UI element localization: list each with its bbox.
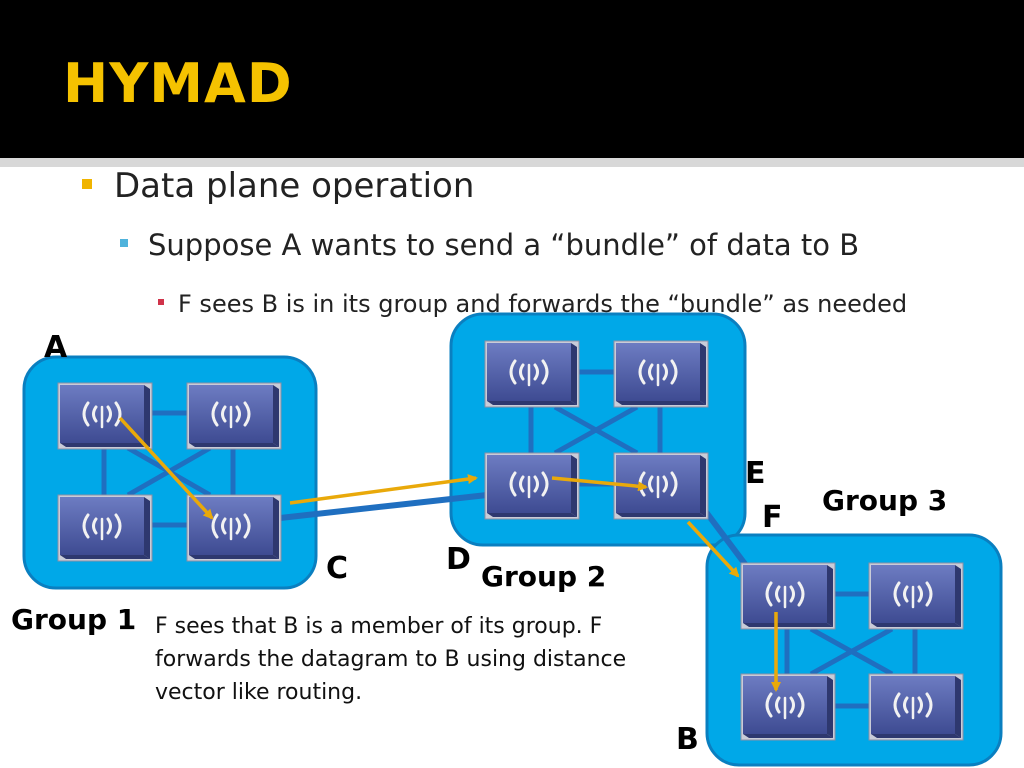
link-c-d bbox=[279, 492, 488, 521]
bullet-level1: Data plane operation bbox=[82, 166, 474, 206]
router-g3-br bbox=[867, 672, 965, 742]
router-g1-tr bbox=[185, 381, 283, 451]
bundle-path bbox=[118, 416, 781, 692]
diagram-caption: F sees that B is a member of its group. … bbox=[155, 614, 627, 705]
bullet-square-icon bbox=[82, 178, 92, 189]
group3-label: Group 3 bbox=[822, 484, 948, 517]
group2-label: Group 2 bbox=[481, 560, 607, 593]
node-label-d: D bbox=[446, 542, 471, 577]
link-f-group3 bbox=[703, 510, 751, 570]
node-label-c: C bbox=[326, 551, 349, 586]
router-g2-tl bbox=[483, 339, 581, 409]
node-label-f: F bbox=[762, 500, 783, 535]
arrow-a-to-c bbox=[118, 416, 214, 520]
router-g3-tl bbox=[739, 561, 837, 631]
node-label-a: A bbox=[44, 330, 68, 365]
router-b bbox=[739, 672, 837, 742]
title-divider bbox=[0, 158, 1024, 167]
group1-label: Group 1 bbox=[11, 603, 137, 636]
arrow-c-to-d bbox=[289, 474, 478, 505]
bullet-level1-text: Data plane operation bbox=[114, 166, 475, 206]
router-g1-bl bbox=[56, 493, 154, 563]
title-bar: HYMAD bbox=[0, 0, 1024, 158]
router-d bbox=[483, 451, 581, 521]
bullet-level2: Suppose A wants to send a “bundle” of da… bbox=[120, 228, 859, 262]
group2-links bbox=[528, 369, 663, 487]
bullet-level2-text: Suppose A wants to send a “bundle” of da… bbox=[148, 228, 860, 262]
arrow-f-to-group3 bbox=[686, 520, 740, 578]
group3-links bbox=[784, 591, 918, 709]
arrow-d-to-e bbox=[551, 476, 648, 492]
node-label-b: B bbox=[676, 722, 699, 757]
router-g3-tr bbox=[867, 561, 965, 631]
slide-title: HYMAD bbox=[63, 52, 293, 115]
node-label-e: E bbox=[745, 456, 766, 491]
bullet-square-icon bbox=[158, 299, 164, 305]
bullet-square-icon bbox=[120, 239, 128, 247]
router-g2-tr bbox=[612, 339, 710, 409]
